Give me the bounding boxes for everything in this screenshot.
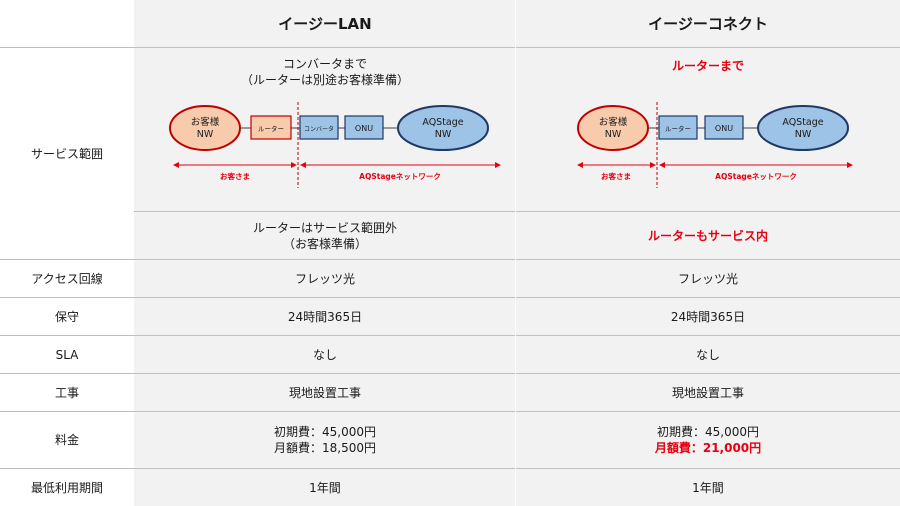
row-divider <box>0 373 900 374</box>
aq-nw-label-2: NW <box>435 129 452 140</box>
customer-nw-label-2: NW <box>605 129 622 140</box>
col2-maintenance: 24時間365日 <box>516 298 900 335</box>
header-corner <box>0 0 134 47</box>
col2-service-scope: ルーターまで お客様 NW ルーター ONU AQStage NW お客さま A… <box>516 48 900 211</box>
column-divider <box>515 0 516 506</box>
router-label: ルーター <box>258 124 284 133</box>
router-label: ルーター <box>665 124 691 133</box>
customer-nw-ellipse <box>577 105 649 151</box>
col2-fee: 初期費：45,000円 月額費：21,000円 <box>516 412 900 468</box>
row-label-min-period: 最低利用期間 <box>0 469 134 506</box>
col2-scope-note: ルーターもサービス内 <box>516 212 900 259</box>
row-divider <box>0 47 900 48</box>
onu-label: ONU <box>355 124 373 133</box>
col1-fee: 初期費：45,000円 月額費：18,500円 <box>134 412 516 468</box>
converter-label: コンバータ <box>304 125 334 133</box>
col2-scope-caption: ルーターまで <box>671 59 744 73</box>
aq-nw-ellipse <box>397 105 489 151</box>
aq-nw-ellipse <box>757 105 849 151</box>
col1-sla: なし <box>134 336 516 373</box>
row-label-fee: 料金 <box>0 412 134 468</box>
aq-range-label: AQStageネットワーク <box>715 171 797 181</box>
col1-scope-caption: コンバータまで （ルーターは別途お客様準備） <box>240 57 409 87</box>
col2-construction: 現地設置工事 <box>516 374 900 411</box>
col2-access: フレッツ光 <box>516 260 900 297</box>
col1-initial-fee: 初期費：45,000円 <box>274 425 376 439</box>
row-divider <box>0 297 900 298</box>
row-divider <box>0 259 900 260</box>
customer-nw-ellipse <box>169 105 241 151</box>
col2-sla: なし <box>516 336 900 373</box>
col1-title: イージーLAN <box>134 0 516 47</box>
row-label-service-scope: サービス範囲 <box>0 48 134 259</box>
col1-construction: 現地設置工事 <box>134 374 516 411</box>
row-divider <box>0 468 900 469</box>
col2-min-period: 1年間 <box>516 469 900 506</box>
aq-range-label: AQStageネットワーク <box>359 171 441 181</box>
col1-monthly-fee: 月額費：18,500円 <box>274 441 376 455</box>
row-label-access: アクセス回線 <box>0 260 134 297</box>
col1-min-period: 1年間 <box>134 469 516 506</box>
customer-nw-label-1: お客様 <box>599 116 628 128</box>
customer-nw-label-1: お客様 <box>191 116 220 128</box>
col1-network-diagram: お客様 NW ルーター コンバータ ONU AQStage NW お客さま <box>169 102 501 188</box>
col1-service-scope: コンバータまで （ルーターは別途お客様準備） お客様 NW ルーター コンバータ… <box>134 48 516 211</box>
row-label-maintenance: 保守 <box>0 298 134 335</box>
onu-label: ONU <box>715 124 733 133</box>
row-divider <box>0 411 900 412</box>
row-label-sla: SLA <box>0 336 134 373</box>
customer-range-label: お客さま <box>601 171 631 181</box>
col2-title: イージーコネクト <box>516 0 900 47</box>
row-divider <box>0 335 900 336</box>
col2-monthly-fee: 月額費：21,000円 <box>654 441 762 455</box>
row-divider <box>134 211 900 212</box>
customer-range-label: お客さま <box>220 171 250 181</box>
col1-access: フレッツ光 <box>134 260 516 297</box>
customer-nw-label-2: NW <box>197 129 214 140</box>
aq-nw-label-2: NW <box>795 129 812 140</box>
col1-scope-note: ルーターはサービス範囲外 （お客様準備） <box>134 212 516 259</box>
aq-nw-label-1: AQStage <box>422 117 463 128</box>
aq-nw-label-1: AQStage <box>782 117 823 128</box>
row-label-construction: 工事 <box>0 374 134 411</box>
col1-maintenance: 24時間365日 <box>134 298 516 335</box>
col2-network-diagram: お客様 NW ルーター ONU AQStage NW お客さま AQStageネ… <box>577 102 853 188</box>
col2-initial-fee: 初期費：45,000円 <box>657 425 759 439</box>
